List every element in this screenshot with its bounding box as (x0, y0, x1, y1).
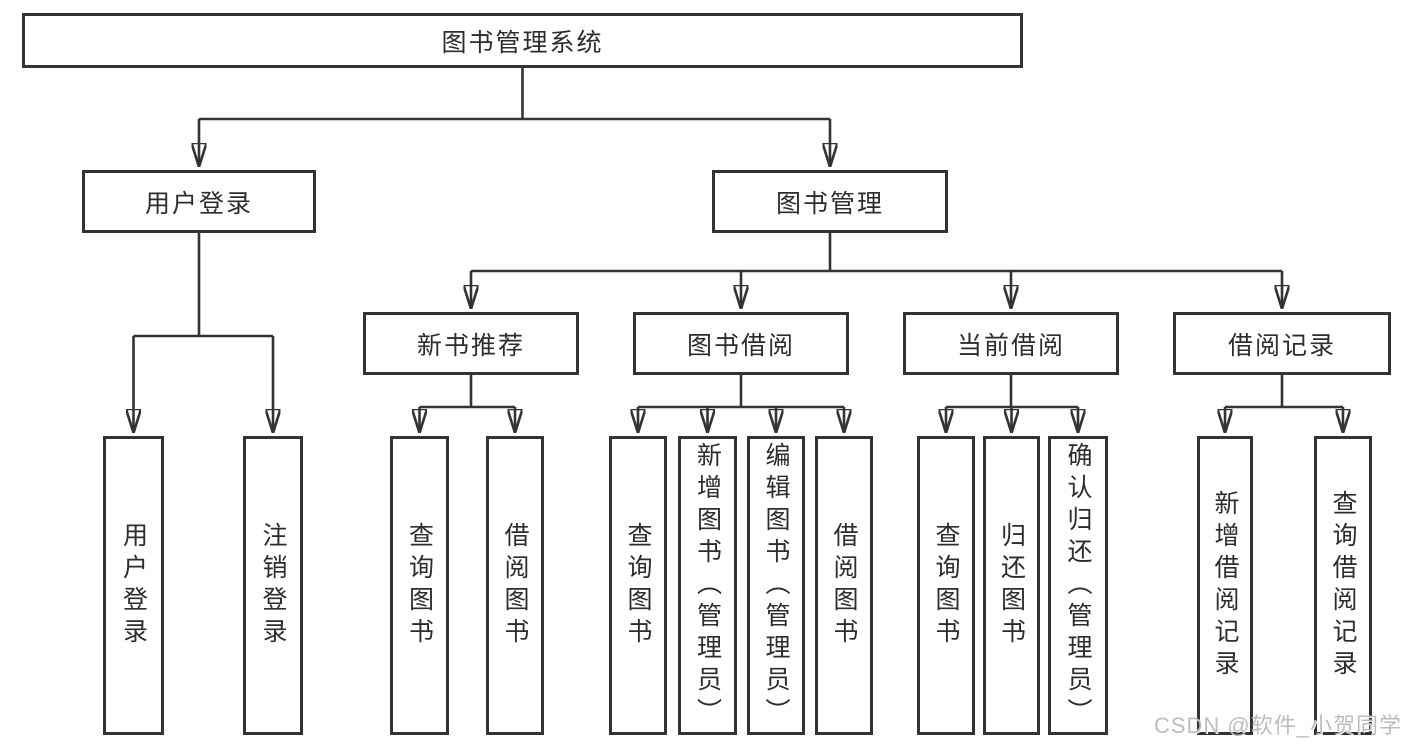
leaf-query-books-borrow: 查询图书 (609, 436, 667, 735)
connector-current-borrow-to-leaves (946, 375, 1078, 432)
connector-new-book-recommend-to-leaves (420, 375, 516, 432)
leaf-query-borrow-record: 查询借阅记录 (1314, 436, 1372, 735)
connector-line (199, 68, 830, 121)
leaf-user-login: 用户登录 (103, 436, 164, 735)
leaf-query-books-borrow-label: 查询图书 (624, 521, 652, 650)
leaf-return-book-label: 归还图书 (997, 521, 1026, 650)
leaf-add-book-admin: 新增图书（管理员） (678, 436, 737, 735)
leaf-logout-label: 注销登录 (259, 521, 287, 650)
node-new-book-recommend: 新书推荐 (363, 312, 579, 375)
node-new-book-recommend-label: 新书推荐 (416, 331, 525, 360)
leaf-user-login-label: 用户登录 (119, 521, 148, 650)
connector-borrow-records-to-leaves (1225, 375, 1343, 432)
leaf-borrow-books-recommend: 借阅图书 (486, 436, 544, 735)
node-user-login-label: 用户登录 (144, 189, 253, 218)
connector-line (133, 233, 273, 338)
node-user-login: 用户登录 (82, 170, 316, 233)
node-root: 图书管理系统 (22, 13, 1023, 68)
connector-user-login-to-leaves (134, 233, 274, 432)
connector-root-to-level2 (199, 68, 830, 166)
node-current-borrow-label: 当前借阅 (956, 331, 1065, 360)
leaf-confirm-return-admin-label: 确认归还（管理员） (1064, 441, 1092, 730)
connector-line (638, 375, 844, 409)
connector-line (946, 375, 1078, 409)
leaf-logout: 注销登录 (243, 436, 303, 735)
connector-line (419, 375, 515, 409)
leaf-edit-book-admin: 编辑图书（管理员） (747, 436, 805, 735)
node-root-label: 图书管理系统 (441, 28, 604, 57)
leaf-add-borrow-record: 新增借阅记录 (1197, 436, 1253, 735)
leaf-borrow-books: 借阅图书 (815, 436, 873, 735)
node-borrow-records: 借阅记录 (1173, 312, 1391, 375)
node-book-management: 图书管理 (712, 170, 948, 233)
leaf-borrow-books-label: 借阅图书 (830, 521, 858, 650)
leaf-borrow-books-recommend-label: 借阅图书 (501, 521, 529, 650)
node-borrow-records-label: 借阅记录 (1227, 331, 1336, 360)
leaf-query-books-recommend-label: 查询图书 (405, 521, 434, 650)
leaf-query-books-current-label: 查询图书 (932, 521, 960, 650)
connector-book-borrow-to-leaves (638, 375, 844, 432)
connector-book-management-to-groups (471, 233, 1282, 308)
leaf-return-book: 归还图书 (983, 436, 1040, 735)
node-current-borrow: 当前借阅 (903, 312, 1119, 375)
leaf-query-books-current: 查询图书 (917, 436, 975, 735)
leaf-confirm-return-admin: 确认归还（管理员） (1048, 436, 1108, 735)
node-book-borrow-label: 图书借阅 (686, 331, 795, 360)
connector-line (471, 233, 1282, 273)
node-book-management-label: 图书管理 (775, 189, 884, 218)
csdn-watermark: CSDN @软件_小贺同学 (1153, 713, 1402, 738)
leaf-query-borrow-record-label: 查询借阅记录 (1329, 489, 1357, 682)
leaf-query-books-recommend: 查询图书 (390, 436, 449, 735)
leaf-add-borrow-record-label: 新增借阅记录 (1211, 489, 1239, 682)
leaf-add-book-admin-label: 新增图书（管理员） (693, 441, 722, 730)
connector-line (1225, 375, 1343, 409)
leaf-edit-book-admin-label: 编辑图书（管理员） (762, 441, 790, 730)
node-book-borrow: 图书借阅 (633, 312, 849, 375)
